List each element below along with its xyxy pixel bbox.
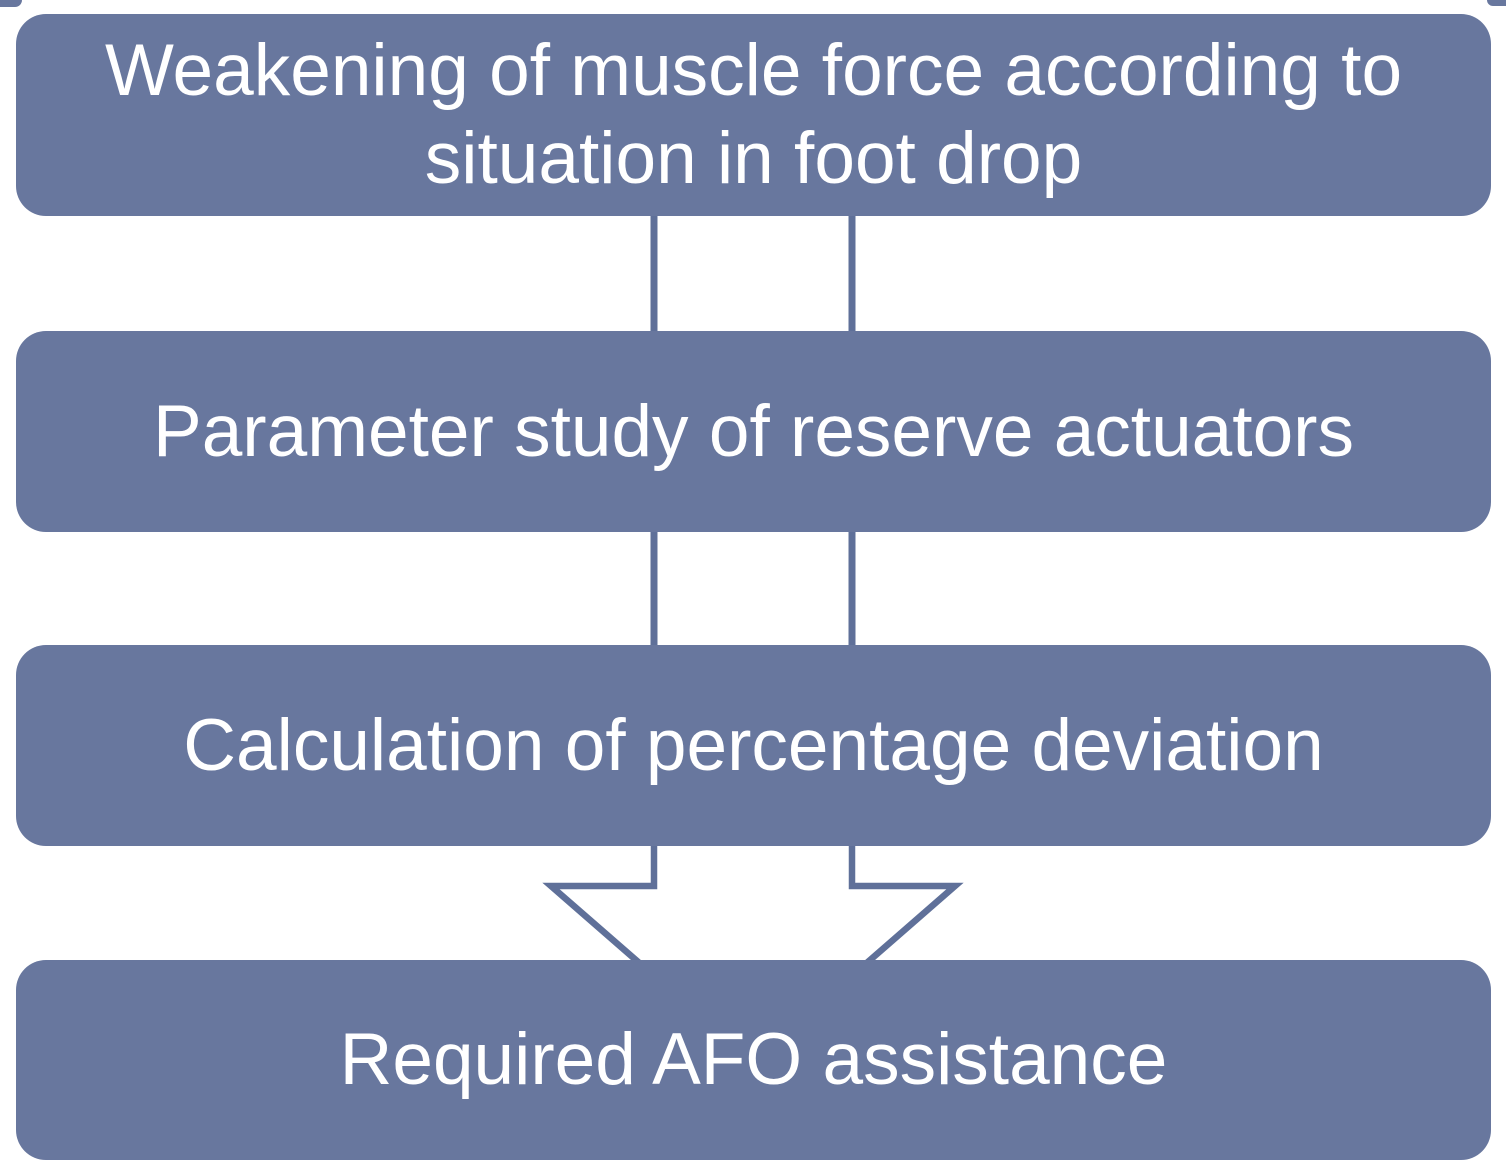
cropped-shape-corner-left xyxy=(0,0,22,7)
flow-box-step-3-label: Calculation of percentage deviation xyxy=(183,704,1324,786)
flow-box-step-2: Parameter study of reserve actuators xyxy=(16,331,1491,532)
flow-box-step-4: Required AFO assistance xyxy=(16,960,1491,1160)
flow-box-step-1-line-2: situation in foot drop xyxy=(424,118,1083,199)
flow-box-step-3: Calculation of percentage deviation xyxy=(16,645,1491,846)
flow-box-step-1-line-1: Weakening of muscle force according to xyxy=(104,30,1403,111)
connector-step1-step2 xyxy=(650,210,856,336)
flow-box-step-2-label: Parameter study of reserve actuators xyxy=(153,390,1354,472)
flow-box-step-4-label: Required AFO assistance xyxy=(339,1019,1168,1100)
flow-box-step-1: Weakening of muscle force according to s… xyxy=(16,14,1491,216)
connector-step2-step3 xyxy=(650,526,856,650)
cropped-shape-corner-right xyxy=(1487,0,1506,6)
